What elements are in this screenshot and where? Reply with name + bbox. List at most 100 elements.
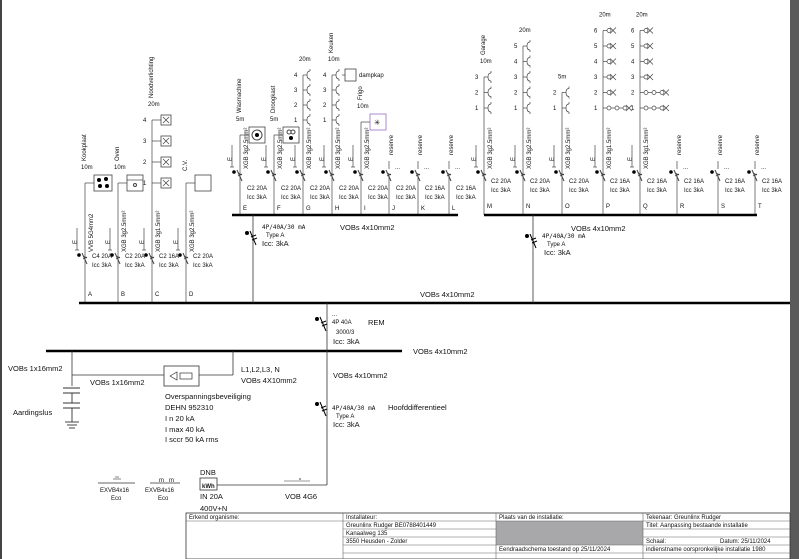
light-icon bbox=[640, 58, 654, 65]
cable-type: XGB 3g2.5mm² bbox=[488, 128, 494, 169]
point-number: 2 bbox=[631, 91, 635, 97]
group1-cable: VOBs 4x10mm2 bbox=[340, 223, 395, 232]
socket-icon bbox=[303, 84, 311, 96]
circuit-breaker-icon[interactable] bbox=[515, 169, 526, 182]
breaker-rating: C2 16A bbox=[725, 179, 745, 185]
socket-icon bbox=[303, 114, 311, 126]
socket-icon bbox=[332, 114, 340, 126]
indienstname: indienstname oorspronkelijke installatie… bbox=[646, 547, 766, 553]
circuit-breaker-icon[interactable] bbox=[266, 169, 277, 182]
circuit-letter: N bbox=[526, 204, 530, 210]
circuit-room: Kookplaat bbox=[82, 134, 88, 161]
breaker-rating: C2 20A bbox=[491, 179, 511, 185]
circuit-breaker-icon[interactable] bbox=[595, 169, 606, 182]
circuit-room: Noodverlichting bbox=[149, 57, 155, 98]
group1-rcd-type: Type A bbox=[266, 233, 284, 239]
circuit-breaker-icon[interactable] bbox=[669, 169, 680, 182]
breaker-icc: Icc 3kA bbox=[281, 195, 301, 201]
surge-phases: L1,L2,L3, N bbox=[241, 365, 280, 374]
rem-rating: 4P 40A bbox=[332, 320, 352, 326]
point-number: 1 bbox=[143, 181, 147, 187]
breaker-rating: C2 20A bbox=[339, 186, 359, 192]
earth-label: E bbox=[550, 157, 556, 161]
circuit-breaker-icon[interactable] bbox=[232, 169, 243, 182]
point-number: 2 bbox=[514, 91, 518, 97]
circuit-breaker-icon[interactable] bbox=[77, 252, 88, 265]
circuit-breaker-icon[interactable] bbox=[476, 169, 487, 182]
circuit-breaker-icon[interactable] bbox=[295, 169, 306, 182]
socket-icon bbox=[332, 69, 340, 81]
point-number: 1 bbox=[553, 106, 557, 112]
second-bus-cable: VOBs 4x10mm2 bbox=[413, 347, 468, 356]
circuit-breaker-icon[interactable] bbox=[144, 252, 155, 265]
cable-length: 20m bbox=[519, 28, 531, 34]
earth-conductor: E bbox=[106, 228, 112, 251]
circuit-breaker-icon[interactable] bbox=[441, 169, 452, 182]
point-number: 3 bbox=[475, 75, 479, 81]
cable-type: XGB 3g2.5mm² bbox=[307, 128, 313, 169]
circuit-breaker-icon[interactable] bbox=[110, 252, 121, 265]
breaker-rating: C4 20A bbox=[92, 254, 112, 260]
reserve-dots: ... bbox=[455, 165, 460, 171]
circuit-room: reserve bbox=[389, 134, 395, 155]
tekenaar: Tekenaar: Greunlinx Rudger bbox=[646, 515, 721, 521]
socket-icon bbox=[332, 84, 340, 96]
breaker-icc: Icc 3kA bbox=[725, 188, 745, 194]
point-number: 5 bbox=[631, 44, 635, 50]
point-number: 4 bbox=[514, 60, 518, 66]
circuit-letter: B bbox=[121, 292, 125, 298]
surge-imax: I max 40 kA bbox=[165, 425, 205, 434]
cable-type: XGB 3g2.5mm² bbox=[365, 128, 371, 169]
circuit-letter: K bbox=[421, 206, 425, 212]
reserve-dots: ... bbox=[724, 165, 729, 171]
circuit-breaker-icon[interactable] bbox=[554, 169, 565, 182]
breaker-rating: C2 16A bbox=[159, 254, 179, 260]
breaker-icc: Icc 3kA bbox=[684, 188, 704, 194]
light-icon bbox=[640, 73, 654, 81]
breaker-icc: Icc 3kA bbox=[569, 188, 589, 194]
circuit-breaker-icon[interactable] bbox=[747, 169, 758, 182]
scrollbar[interactable] bbox=[790, 0, 799, 559]
circuit-breaker-icon[interactable] bbox=[178, 252, 189, 265]
circuit-breaker-icon[interactable] bbox=[632, 169, 643, 182]
point-number: 1 bbox=[323, 118, 327, 124]
breaker-rating: C2 20A bbox=[396, 186, 416, 192]
circuit-breaker-icon[interactable] bbox=[410, 169, 421, 182]
circuit-room: reserve bbox=[718, 134, 724, 155]
circuit-breaker-icon[interactable] bbox=[324, 169, 335, 182]
breaker-rating: C2 16A bbox=[425, 186, 445, 192]
circuit-letter: I bbox=[364, 206, 366, 212]
breaker-icc: Icc 3kA bbox=[530, 188, 550, 194]
point-number: 1 bbox=[631, 106, 635, 112]
circuit-breaker-icon[interactable] bbox=[710, 169, 721, 182]
cable-type: XGB 3g2.5mm² bbox=[122, 211, 128, 252]
circuit-breaker-icon[interactable] bbox=[381, 169, 392, 182]
dampkap-icon bbox=[344, 68, 357, 82]
earth-conductor: E bbox=[140, 228, 146, 251]
circuit-letter: A bbox=[88, 292, 92, 298]
earth-conductor: E bbox=[73, 228, 79, 251]
circuit-breaker-icon[interactable] bbox=[353, 169, 364, 182]
socket-icon bbox=[523, 86, 531, 99]
